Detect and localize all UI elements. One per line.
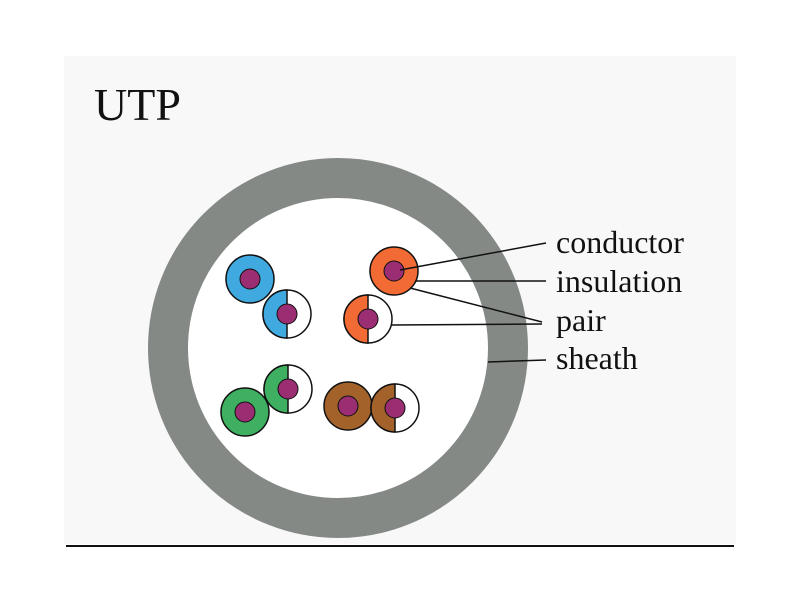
leader-conductor	[399, 242, 547, 271]
conductor	[239, 268, 261, 290]
label-insulation: insulation	[556, 263, 682, 299]
orange-pair	[343, 246, 419, 344]
insulation-colored-half	[262, 289, 288, 339]
insulation-colored-half	[263, 364, 289, 414]
conductor	[277, 378, 299, 400]
label-conductor: conductor	[556, 224, 684, 260]
leader-sheath	[487, 359, 547, 363]
leader-pair-upper	[409, 287, 543, 323]
insulation-colored-half	[370, 383, 396, 433]
brown-striped-wire	[370, 383, 420, 433]
insulation-colored-half	[343, 294, 369, 344]
blue-striped-wire	[262, 289, 312, 339]
conductor	[357, 308, 379, 330]
cable-sheath	[148, 158, 528, 538]
blue-solid-wire	[225, 254, 275, 304]
brown-pair	[323, 381, 420, 433]
green-striped-wire	[263, 364, 313, 414]
green-solid-wire	[220, 387, 270, 437]
blue-pair	[225, 254, 312, 339]
conductor	[234, 401, 256, 423]
conductor	[276, 303, 298, 325]
leader-lines	[391, 242, 547, 363]
bottom-rule	[66, 545, 734, 547]
conductor	[337, 395, 359, 417]
orange-striped-wire	[343, 294, 393, 344]
brown-solid-wire	[323, 381, 373, 431]
label-pair: pair	[556, 302, 606, 338]
orange-solid-wire	[369, 246, 419, 296]
label-sheath: sheath	[556, 340, 638, 376]
green-pair	[220, 364, 313, 437]
leader-pair-lower	[391, 323, 543, 326]
conductor	[384, 397, 406, 419]
slide-title: UTP	[94, 79, 181, 130]
conductor	[383, 260, 405, 282]
